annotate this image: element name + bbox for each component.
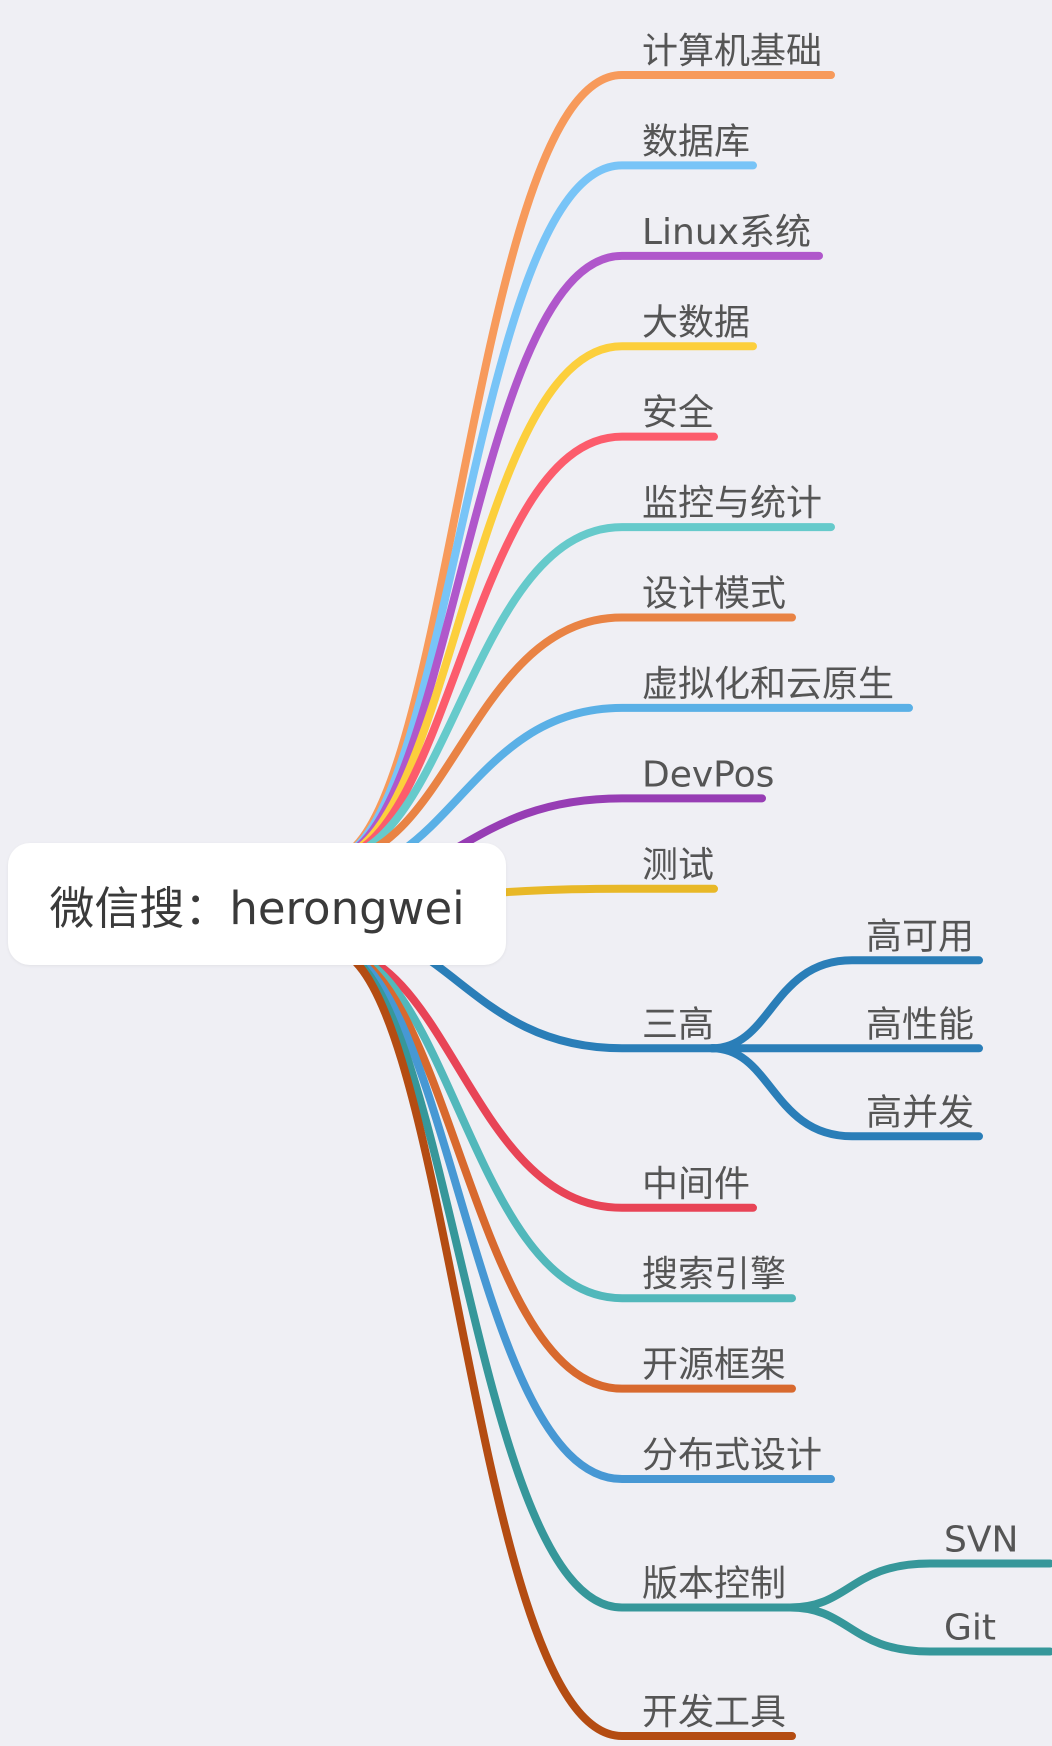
sub-branch-label[interactable]: SVN [944,1520,1018,1561]
branch-label[interactable]: 开源框架 [642,1345,786,1386]
branch-label[interactable]: 大数据 [642,302,750,343]
branch-label[interactable]: 数据库 [642,121,750,162]
sub-branch-connector [708,956,983,1053]
sub-branch-label[interactable]: 高可用 [866,916,974,957]
sub-branch-connector [786,1559,1052,1612]
branch-label[interactable]: 中间件 [642,1164,750,1205]
branch-label[interactable]: 开发工具 [642,1692,786,1733]
sub-branch-connector [786,1603,1052,1656]
branch-label[interactable]: DevPos [642,754,774,795]
branch-connector [326,613,796,866]
sub-branch-label[interactable]: 高并发 [866,1092,974,1133]
branch-label[interactable]: Linux系统 [642,212,811,253]
sub-branch-connector [708,1044,983,1141]
branch-label[interactable]: 设计模式 [642,574,786,615]
root-node[interactable]: 微信搜：herongwei [8,843,506,965]
sub-branch-label[interactable]: 高性能 [866,1004,974,1045]
branch-label[interactable]: 虚拟化和云原生 [642,664,894,705]
branch-label[interactable]: 监控与统计 [642,483,822,524]
branch-label[interactable]: 测试 [642,845,714,886]
branch-label[interactable]: 搜索引擎 [642,1254,786,1295]
branch-connector [326,945,796,1740]
branch-label[interactable]: 分布式设计 [642,1435,822,1476]
branch-label[interactable]: 计算机基础 [642,31,822,72]
branch-label[interactable]: 安全 [642,393,714,434]
branch-label[interactable]: 版本控制 [642,1564,786,1605]
branch-connector [326,523,835,863]
branch-label[interactable]: 三高 [642,1004,714,1045]
sub-branch-label[interactable]: Git [944,1608,996,1649]
